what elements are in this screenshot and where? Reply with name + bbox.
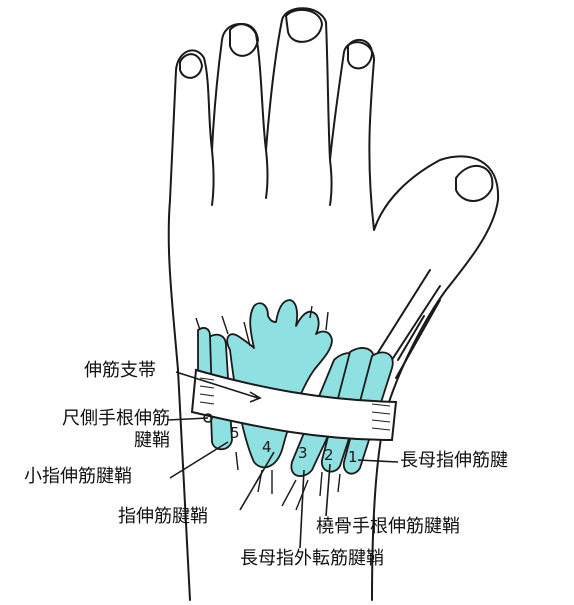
label-apl-sheath: 長母指外転筋腱鞘 bbox=[240, 548, 384, 569]
leader-ed bbox=[239, 451, 275, 511]
nail-ring bbox=[229, 23, 259, 57]
compartment-number-5: 5 bbox=[230, 424, 240, 442]
nail-middle bbox=[285, 8, 323, 43]
label-ecu-sheath-line2: 腱鞘 bbox=[134, 430, 170, 451]
leader-apl bbox=[299, 469, 305, 549]
leader-ecr bbox=[325, 463, 331, 517]
nail-index bbox=[347, 38, 373, 70]
compartment-number-1: 1 bbox=[348, 448, 358, 466]
label-extensor-retinaculum: 伸筋支帯 bbox=[84, 360, 156, 381]
label-ecu-sheath-line1: 尺側手根伸筋 bbox=[62, 408, 170, 429]
compartment-number-3: 3 bbox=[298, 444, 308, 462]
nail-thumb bbox=[455, 165, 494, 202]
nail-little bbox=[179, 53, 203, 79]
label-edm-sheath: 小指伸筋腱鞘 bbox=[24, 466, 132, 487]
label-epl-tendon: 長母指伸筋腱 bbox=[400, 450, 508, 471]
hand-outline bbox=[167, 7, 500, 601]
leader-retinaculum bbox=[175, 371, 259, 399]
label-ecr-sheath: 橈骨手根伸筋腱鞘 bbox=[316, 516, 460, 537]
compartment-number-4: 4 bbox=[262, 438, 272, 456]
leader-epl bbox=[357, 459, 399, 463]
leader-ecu bbox=[167, 417, 209, 421]
label-ecu-sheath: 尺側手根伸筋 腱鞘 bbox=[22, 408, 170, 452]
leader-edm bbox=[169, 441, 229, 479]
extensor-retinaculum-band bbox=[190, 368, 398, 442]
compartment-number-2: 2 bbox=[324, 446, 334, 464]
label-ed-sheath: 指伸筋腱鞘 bbox=[118, 506, 208, 527]
